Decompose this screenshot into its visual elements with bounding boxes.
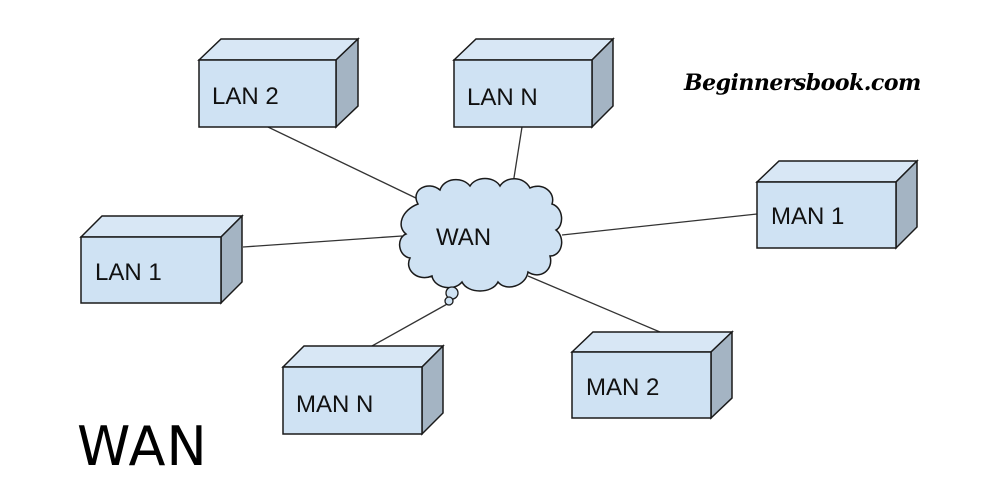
- node-lan2: LAN 2: [197, 37, 360, 129]
- edge-wan-man1: [561, 213, 758, 236]
- watermark-text: Beginnersbook.com: [683, 70, 921, 96]
- connector-lines: [242, 126, 758, 347]
- edge-wan-mann: [371, 302, 450, 347]
- node-man2: MAN 2: [570, 330, 734, 420]
- box-front-face: [282, 366, 423, 435]
- box-front-face: [453, 59, 593, 128]
- box-top-face: [281, 345, 445, 368]
- cloud-label: WAN: [436, 224, 491, 251]
- box-top-face: [197, 38, 360, 61]
- cloud-shape: [398, 177, 563, 292]
- box-front-face: [756, 181, 897, 249]
- edge-wan-lan1: [242, 235, 403, 248]
- node-man1: MAN 1: [755, 159, 919, 250]
- box-top-face: [79, 215, 244, 238]
- edge-wan-man2: [527, 275, 661, 333]
- box-front-face: [571, 351, 712, 419]
- node-mann: MAN N: [281, 344, 445, 436]
- node-label: MAN 1: [771, 203, 844, 230]
- box-top-face: [452, 38, 615, 61]
- node-label: LAN 1: [95, 259, 162, 286]
- box-top-face: [755, 160, 919, 183]
- node-lan1: LAN 1: [79, 214, 244, 305]
- edge-wan-lan2: [267, 126, 421, 201]
- node-label: MAN N: [296, 391, 373, 418]
- edge-wan-lann: [512, 126, 523, 185]
- diagram-caption: WAN: [77, 415, 208, 478]
- node-lann: LAN N: [452, 37, 615, 129]
- box-top-face: [570, 331, 734, 353]
- node-wan-cloud: WAN: [398, 177, 563, 306]
- node-label: LAN N: [467, 84, 538, 111]
- cloud-tail-bubble-small: [444, 296, 454, 306]
- box-front-face: [198, 59, 337, 128]
- box-front-face: [80, 236, 222, 304]
- node-label: LAN 2: [212, 83, 279, 110]
- node-label: MAN 2: [586, 374, 659, 401]
